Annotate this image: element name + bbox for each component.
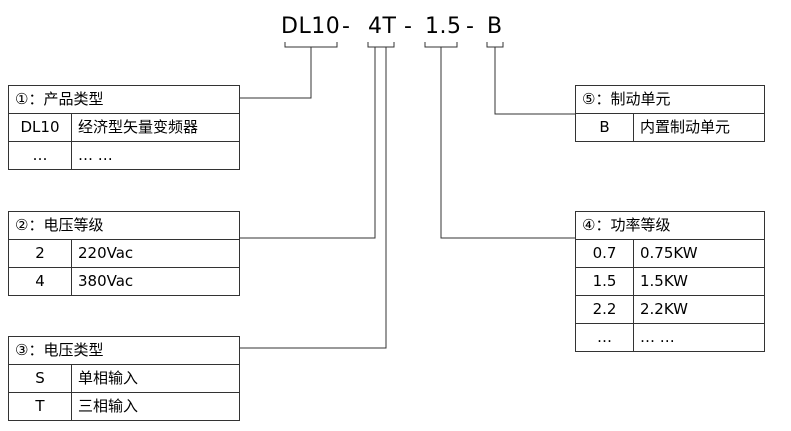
bracket-brake [486,42,504,48]
voltage-level-table: ②：电压等级 2 220Vac 4 380Vac [8,211,240,296]
code-cell: T [8,392,72,421]
desc-cell: … … [633,323,765,352]
table-row: S 单相输入 [8,364,240,393]
code-cell: DL10 [8,113,72,142]
table-title: ④：功率等级 [575,211,765,240]
table-row: DL10 经济型矢量变频器 [8,113,240,142]
model-power: 1.5 [425,14,462,39]
code-cell: B [575,113,634,142]
desc-cell: 内置制动单元 [633,113,765,142]
bracket-series [284,42,338,48]
connector-t-to-voltage-type [240,47,387,349]
power-level-table: ④：功率等级 0.7 0.75KW 1.5 1.5KW 2.2 2.2KW … … [575,211,765,352]
model-brake: B [487,14,503,39]
desc-cell: … … [71,141,240,170]
desc-cell: 三相输入 [71,392,240,421]
table-row: B 内置制动单元 [575,113,765,142]
table-title: ②：电压等级 [8,211,240,240]
table-row: … … … [575,323,765,352]
table-row: T 三相输入 [8,392,240,421]
code-cell: 4 [8,267,72,296]
code-cell: … [8,141,72,170]
table-title: ①：产品类型 [8,85,240,114]
bracket-power [424,42,458,48]
code-cell: 2.2 [575,295,634,324]
code-cell: … [575,323,634,352]
desc-cell: 1.5KW [633,267,765,296]
connector-power-to-power-level [440,47,575,239]
table-row: 2.2 2.2KW [575,295,765,324]
voltage-type-table: ③：电压类型 S 单相输入 T 三相输入 [8,336,240,421]
bracket-voltage-phase [367,42,395,48]
desc-cell: 380Vac [71,267,240,296]
table-row: 2 220Vac [8,239,240,268]
desc-cell: 0.75KW [633,239,765,268]
desc-cell: 单相输入 [71,364,240,393]
connector-4-to-voltage-level [240,47,376,239]
model-sep-3: - [466,14,475,39]
table-row: 4 380Vac [8,267,240,296]
table-title: ③：电压类型 [8,336,240,365]
table-title: ⑤：制动单元 [575,85,765,114]
code-cell: 1.5 [575,267,634,296]
code-cell: S [8,364,72,393]
desc-cell: 220Vac [71,239,240,268]
model-series: DL10 [281,14,341,39]
model-sep-1: - [342,14,351,39]
connector-brake-to-brake-unit [494,47,575,115]
table-row: 1.5 1.5KW [575,267,765,296]
model-voltage-phase: 4T [368,14,397,39]
connector-series-to-product-type [240,47,312,99]
product-type-table: ①：产品类型 DL10 经济型矢量变频器 … … … [8,85,240,170]
desc-cell: 2.2KW [633,295,765,324]
brake-unit-table: ⑤：制动单元 B 内置制动单元 [575,85,765,142]
code-cell: 0.7 [575,239,634,268]
table-row: … … … [8,141,240,170]
desc-cell: 经济型矢量变频器 [71,113,240,142]
table-row: 0.7 0.75KW [575,239,765,268]
code-cell: 2 [8,239,72,268]
model-sep-2: - [404,14,413,39]
